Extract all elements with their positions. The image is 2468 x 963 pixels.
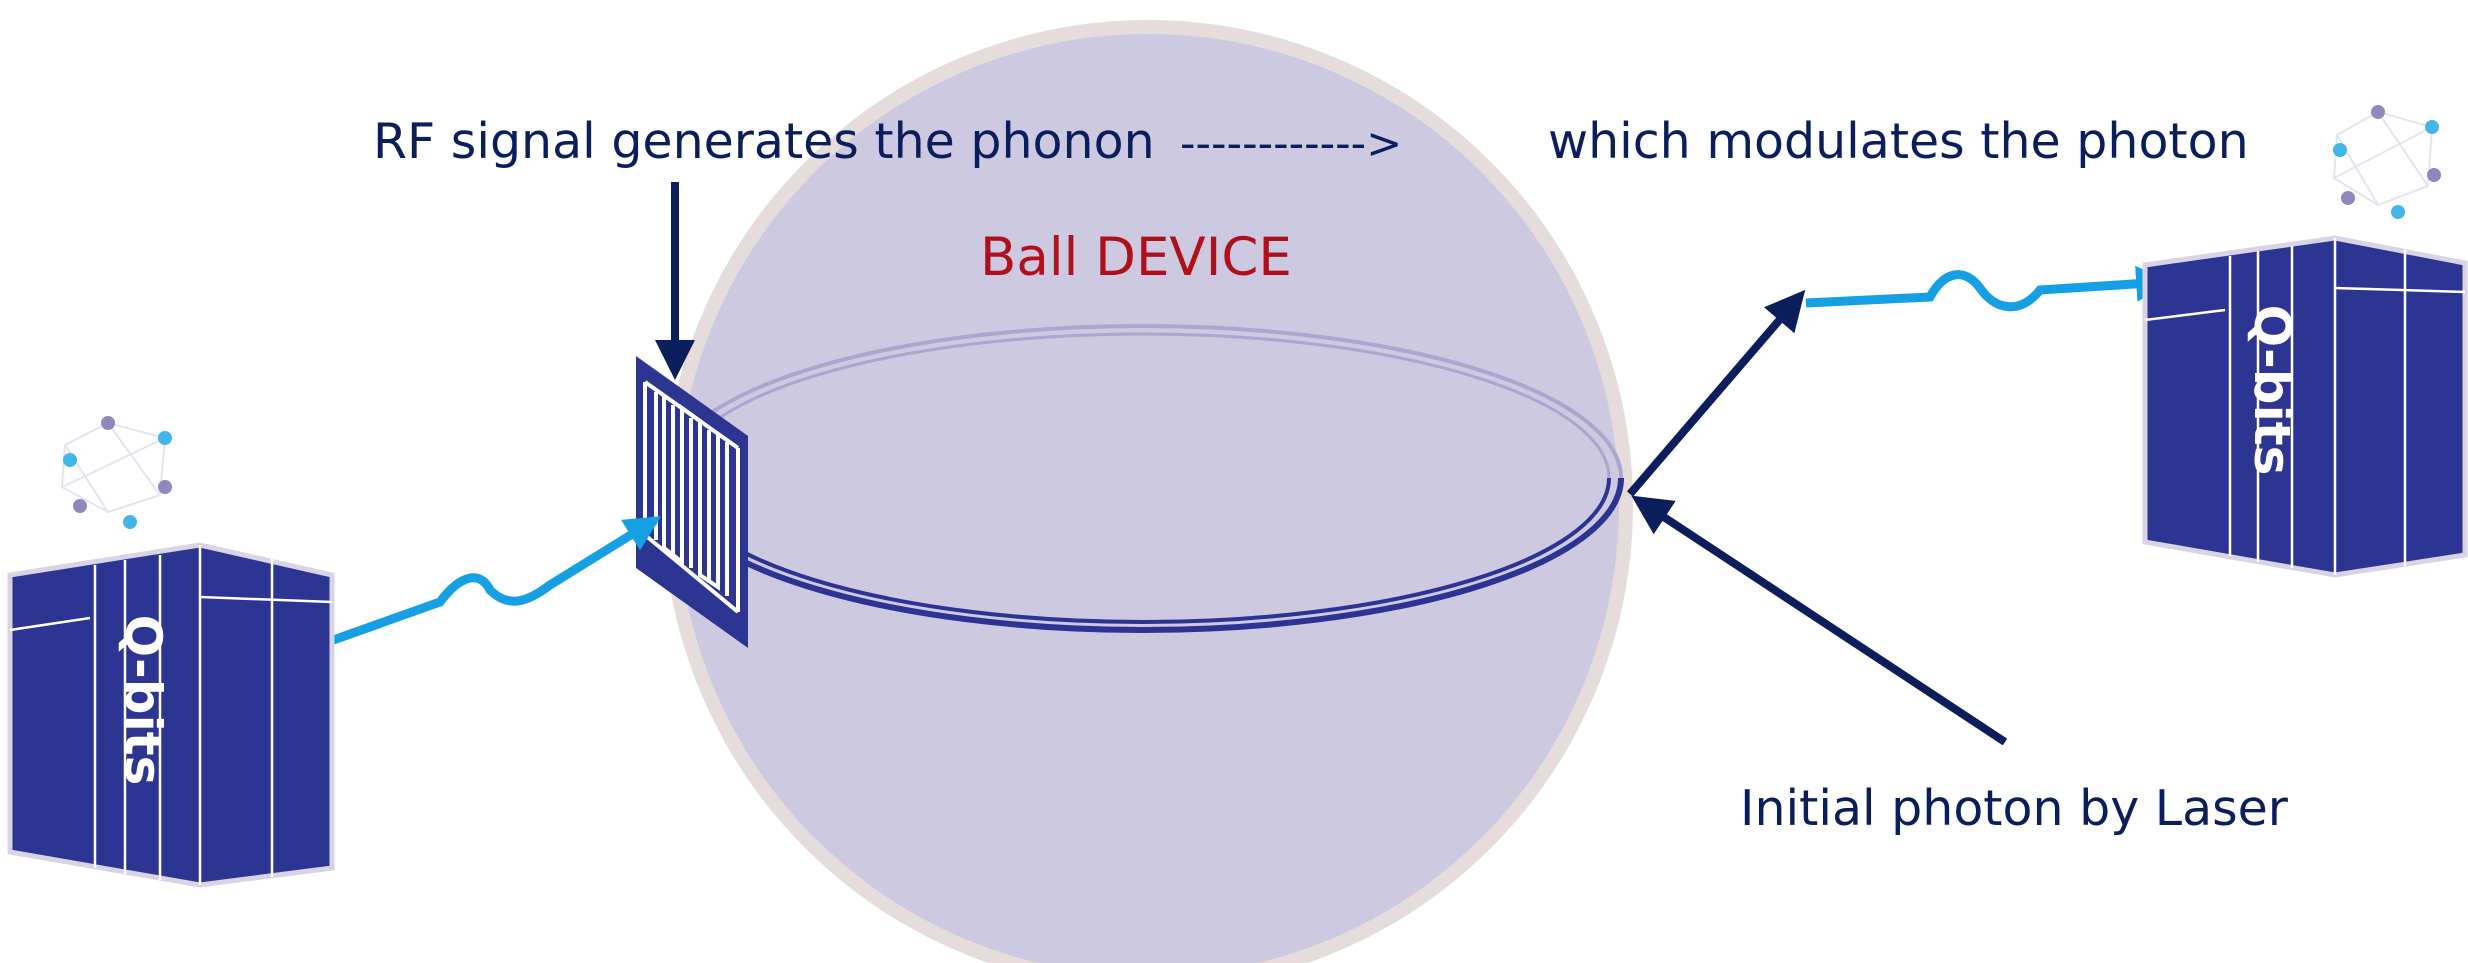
server-block-icon [2142, 235, 2468, 578]
server-block-icon [7, 542, 335, 888]
rf-signal-label: RF signal generates the phonon [373, 113, 1155, 170]
modulates-label: which modulates the photon [1548, 113, 2249, 170]
qbits-label-left: Q-bits [114, 615, 172, 786]
device-title: Ball DEVICE [980, 227, 1292, 288]
atom-icon [60, 416, 172, 529]
photon-wave-icon [323, 516, 662, 648]
laser-arrow [1631, 495, 2008, 746]
qbits-label-right: Q-bits [2243, 305, 2301, 476]
output-arrow [1626, 289, 1806, 497]
dashed-arrow-label: ------------> [1180, 119, 1402, 169]
interdigital-transducer-icon [636, 356, 748, 648]
photon-wave-icon [1805, 265, 2173, 312]
atom-icon [2332, 105, 2441, 219]
laser-label: Initial photon by Laser [1740, 780, 2289, 837]
